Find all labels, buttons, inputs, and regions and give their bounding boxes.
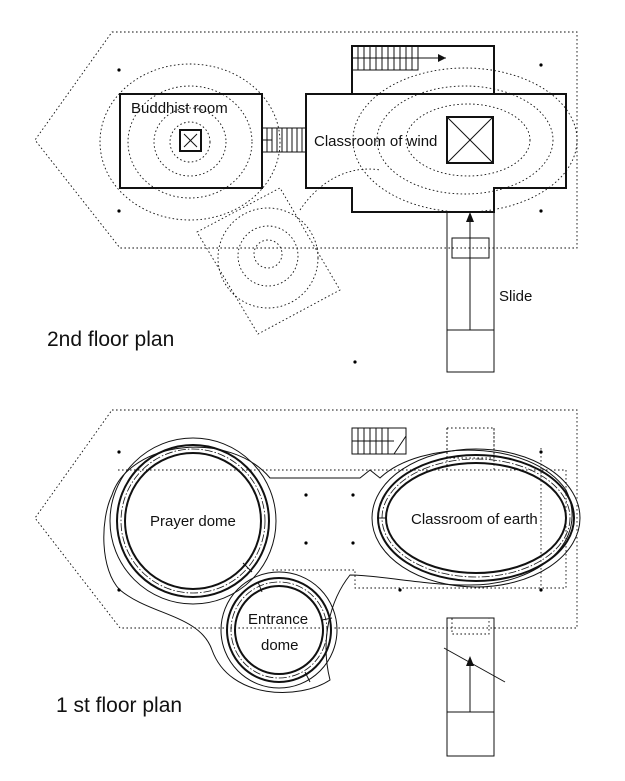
f2-site-boundary (34, 31, 578, 249)
f1-guide-lines (446, 428, 542, 590)
f1-classroom-of-earth-label: Classroom of earth (411, 511, 538, 528)
f1-upper-dotted-block (446, 427, 495, 459)
f2-stair-top (351, 45, 495, 95)
f2-buddhist-altar-icon (179, 129, 202, 152)
second-floor-plan: Buddhist room (34, 31, 578, 373)
f2-slide-label: Slide (499, 288, 532, 305)
f1-entrance-dome-label-line2: dome (261, 637, 299, 654)
first-floor-plan: Prayer dome Classroom of earth Entrance … (34, 409, 581, 757)
f2-contours-buddhist (99, 63, 281, 221)
f1-building-outline (103, 446, 573, 693)
f1-entrance-dome-label-line1: Entrance (248, 611, 308, 628)
f2-connecting-stair (261, 127, 307, 153)
f1-stair-top (351, 427, 407, 455)
f1-title: 1 st floor plan (56, 694, 182, 717)
f1-entrance-dome (220, 571, 338, 689)
f2-column-dots (117, 63, 543, 364)
f1-inner-footprint (118, 469, 567, 589)
f1-column-dots (117, 450, 543, 592)
f2-contours-wind (352, 67, 578, 213)
f2-slide (446, 211, 495, 373)
f2-buddhist-room-label: Buddhist room (131, 100, 228, 117)
f1-site-boundary (34, 409, 578, 629)
f1-slide (443, 617, 506, 757)
f2-title: 2nd floor plan (47, 328, 174, 351)
f1-prayer-dome-label: Prayer dome (150, 513, 236, 530)
f2-classroom-of-wind (305, 45, 567, 213)
f1-prayer-dome (109, 437, 277, 605)
f1-classroom-of-earth (371, 448, 581, 588)
f2-classroom-of-wind-label: Classroom of wind (314, 133, 437, 150)
f2-tilted-terrace (196, 168, 381, 335)
f2-wind-skylight-icon (446, 116, 494, 164)
